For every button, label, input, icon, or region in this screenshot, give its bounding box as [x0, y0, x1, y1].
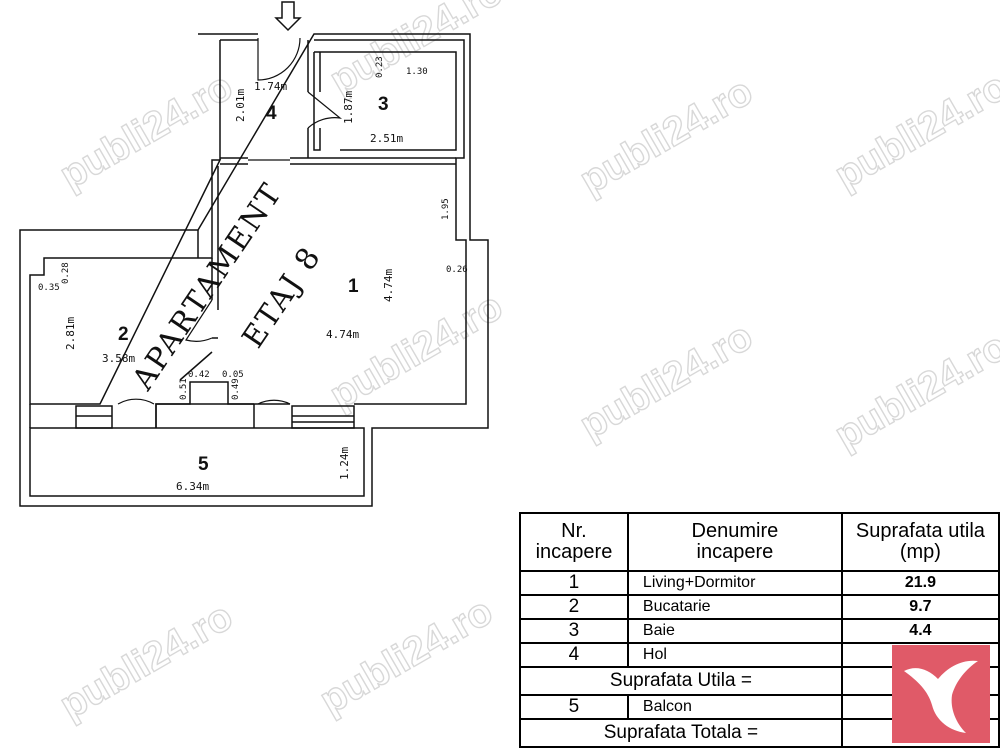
table-header-row: Nr. incapere Denumire incapere Suprafata…	[519, 512, 1000, 572]
watermark: publi24.ro	[323, 284, 511, 418]
header-nr-line1: Nr.	[561, 520, 587, 542]
room-numbers: 1 2 3 4 5	[118, 94, 389, 475]
kitchen-door	[117, 398, 155, 405]
header-name: Denumire incapere	[626, 512, 843, 572]
site-logo	[892, 645, 990, 743]
dim-label: 1.95	[441, 198, 451, 220]
row-nr: 4	[519, 642, 629, 668]
watermark: publi24.ro	[573, 69, 761, 203]
row-nr: 3	[519, 618, 629, 644]
row-name: Balcon	[626, 694, 843, 720]
dim-label: 3.58m	[102, 352, 135, 365]
dimensions: 1.74m 2.01m 1.87m 2.51m 0.23 1.30 1.95 0…	[38, 56, 468, 493]
dim-label: 1.74m	[254, 80, 287, 93]
plan-title: APARTAMENT ETAJ 8	[125, 176, 329, 397]
row-name: Living+Dormitor	[626, 570, 843, 596]
dim-label: 2.81m	[64, 317, 77, 350]
dim-label: 2.01m	[234, 89, 247, 122]
header-name-line2: incapere	[696, 541, 774, 563]
dim-label: 1.87m	[342, 91, 355, 124]
dim-label: 4.74m	[382, 269, 395, 302]
table-row: 2 Bucatarie 9.7	[519, 594, 1000, 620]
dim-label: 0.35	[38, 283, 60, 293]
utila-label: Suprafata Utila =	[519, 666, 843, 696]
inner-wall	[29, 39, 467, 428]
dim-label: 0.05	[222, 370, 244, 380]
totala-label: Suprafata Totala =	[519, 718, 843, 748]
header-area: Suprafata utila (mp)	[840, 512, 1000, 572]
row-area: 21.9	[840, 570, 1000, 596]
outer-wall	[19, 33, 489, 507]
dim-label: 0.42	[188, 370, 210, 380]
row-area: 9.7	[840, 594, 1000, 620]
bird-logo-icon	[904, 660, 978, 733]
dim-label: 0.49	[231, 378, 241, 400]
watermark: publi24.ro	[828, 64, 1000, 198]
header-area-line1: Suprafata utila	[855, 520, 985, 542]
room-number-4: 4	[266, 103, 277, 124]
room-area-table: Nr. incapere Denumire incapere Suprafata…	[519, 512, 1000, 748]
room-number-3: 3	[378, 94, 389, 115]
header-name-line1: Denumire	[691, 520, 779, 542]
row-name: Baie	[626, 618, 843, 644]
window	[291, 405, 355, 429]
plan-title-line2: ETAJ 8	[236, 240, 329, 355]
row-nr: 1	[519, 570, 629, 596]
row-name: Hol	[626, 642, 843, 668]
table-row: 3 Baie 4.4	[519, 618, 1000, 644]
header-area-line2: (mp)	[899, 541, 941, 563]
dim-label: 1.30	[406, 67, 428, 77]
dim-label: 0.26	[446, 265, 468, 275]
dim-label: 0.23	[375, 56, 385, 78]
dim-label: 4.74m	[326, 328, 359, 341]
walls	[19, 33, 489, 507]
row-nr: 2	[519, 594, 629, 620]
dim-label: 1.24m	[338, 447, 351, 480]
kitchen-wall	[197, 166, 219, 310]
window	[75, 405, 113, 429]
row-name: Bucatarie	[626, 594, 843, 620]
dim-label: 2.51m	[370, 132, 403, 145]
header-nr-line2: incapere	[535, 541, 613, 563]
down-arrow-icon	[274, 1, 302, 32]
row-area: 4.4	[840, 618, 1000, 644]
room-number-2: 2	[118, 324, 129, 345]
table-row: 1 Living+Dormitor 21.9	[519, 570, 1000, 596]
dim-label: 0.51	[179, 378, 189, 400]
dim-label: 6.34m	[176, 480, 209, 493]
bath-wall	[313, 51, 457, 151]
watermark: publi24.ro	[828, 324, 1000, 458]
middle-partition	[155, 381, 255, 428]
watermark: publi24.ro	[573, 314, 761, 448]
room-number-1: 1	[348, 276, 359, 297]
balcony-door	[257, 399, 291, 405]
hol-living-wall	[220, 157, 456, 165]
dim-label: 0.28	[61, 262, 71, 284]
plan-title-line1: APARTAMENT	[125, 176, 290, 397]
table-row: 5 Balcon	[519, 694, 1000, 720]
bath-door	[307, 91, 343, 129]
entrance-door	[257, 37, 301, 81]
row-nr: 5	[519, 694, 629, 720]
kitchen-living-door	[185, 299, 213, 342]
room-number-5: 5	[198, 454, 209, 475]
header-nr: Nr. incapere	[519, 512, 629, 572]
doors	[117, 37, 343, 405]
watermark: publi24.ro	[53, 594, 241, 728]
balcony-wall	[29, 427, 365, 497]
watermark: publi24.ro	[313, 589, 501, 723]
